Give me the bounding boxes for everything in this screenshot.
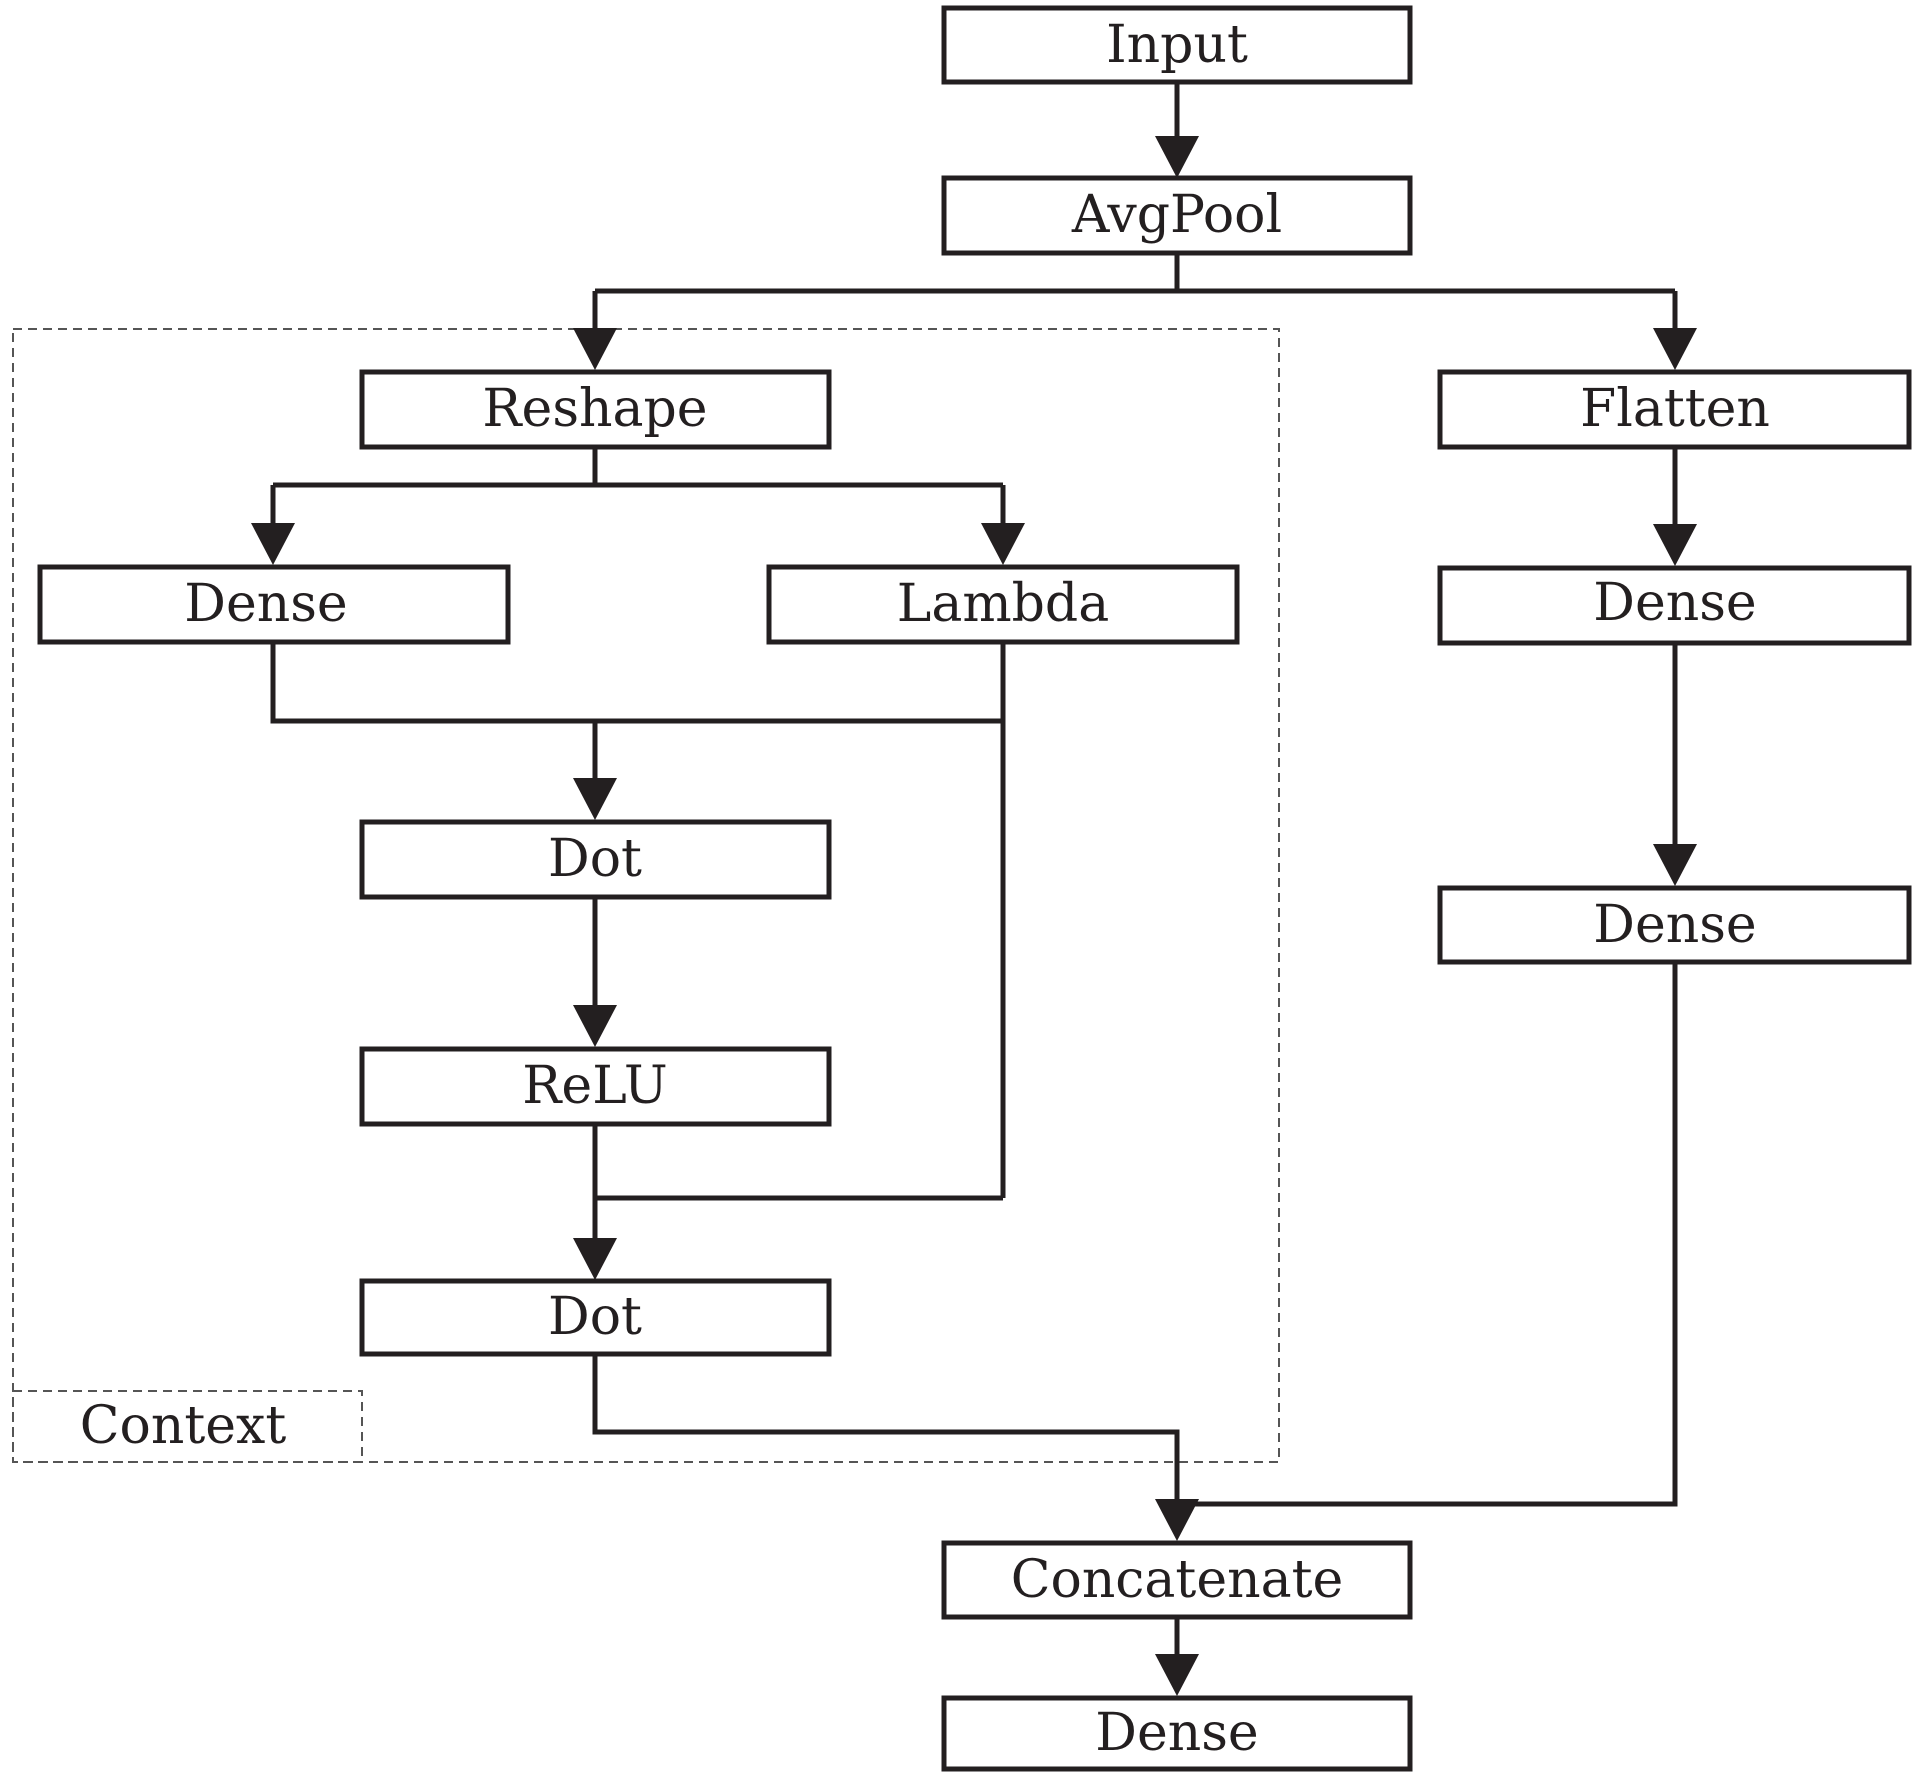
arrowhead-reshape — [573, 328, 617, 370]
context-region-border — [12, 328, 1280, 1463]
node-label: Input — [1106, 15, 1248, 75]
node-relu: ReLU — [359, 1046, 832, 1127]
arrowhead-dense-left — [251, 523, 295, 565]
node-dense-right-2: Dense — [1437, 885, 1912, 965]
arrowhead-lambda — [981, 523, 1025, 565]
arrowhead-relu — [573, 1005, 617, 1047]
context-region: Context — [12, 328, 1280, 1463]
node-label: ReLU — [522, 1056, 667, 1116]
node-box — [1437, 369, 1912, 450]
node-box — [1437, 565, 1912, 646]
arrowhead-dot-2 — [573, 1238, 617, 1280]
node-dense-out: Dense — [941, 1695, 1413, 1772]
node-box — [941, 175, 1413, 256]
node-label: Dense — [1095, 1703, 1258, 1763]
node-label: AvgPool — [1071, 185, 1282, 245]
arrowhead-dot-1 — [573, 778, 617, 820]
node-input: Input — [941, 5, 1413, 85]
node-label: Lambda — [897, 574, 1109, 634]
node-label: Dot — [548, 1287, 642, 1347]
arrowhead-concatenate — [1155, 1499, 1199, 1541]
node-label: Dense — [184, 574, 347, 634]
node-label: Dot — [548, 829, 642, 889]
edge-dense-to-concatenate — [1177, 962, 1678, 1507]
node-flatten: Flatten — [1437, 369, 1912, 450]
node-lambda: Lambda — [766, 564, 1240, 645]
node-concatenate: Concatenate — [941, 1540, 1413, 1620]
node-box — [1437, 885, 1912, 965]
arrowhead-dense-right-2 — [1653, 844, 1697, 886]
node-box — [359, 1046, 832, 1127]
node-dense-right-1: Dense — [1437, 565, 1912, 646]
node-dense-left: Dense — [37, 564, 511, 645]
node-label: Concatenate — [1011, 1550, 1344, 1610]
node-reshape: Reshape — [359, 369, 832, 450]
node-box — [941, 1695, 1413, 1772]
context-label: Context — [80, 1396, 287, 1456]
node-dot-2: Dot — [359, 1278, 832, 1357]
arrowheads — [251, 136, 1697, 1696]
node-box — [37, 564, 511, 645]
edge-reshape-to-dense-and-lambda — [270, 447, 1006, 525]
node-avgpool: AvgPool — [941, 175, 1413, 256]
node-box — [359, 819, 832, 900]
edge-relu-lambda-to-dot — [592, 1124, 1003, 1240]
edge-dot-to-concatenate — [592, 1354, 1180, 1501]
edge-avgpool-to-branches — [592, 253, 1678, 330]
node-label: Flatten — [1580, 379, 1770, 439]
arrowhead-avgpool — [1155, 136, 1199, 178]
node-box — [941, 1540, 1413, 1620]
edge-dense-lambda-to-dot — [270, 642, 1006, 1198]
arrowhead-dense-out — [1155, 1654, 1199, 1696]
node-box — [359, 369, 832, 450]
node-box — [359, 1278, 832, 1357]
node-dot-1: Dot — [359, 819, 832, 900]
node-box — [766, 564, 1240, 645]
arrowhead-dense-right-1 — [1653, 524, 1697, 566]
arrowhead-flatten — [1653, 328, 1697, 370]
node-label: Reshape — [482, 379, 707, 439]
node-label: Dense — [1593, 573, 1756, 633]
node-label: Dense — [1593, 895, 1756, 955]
node-box — [941, 5, 1413, 85]
